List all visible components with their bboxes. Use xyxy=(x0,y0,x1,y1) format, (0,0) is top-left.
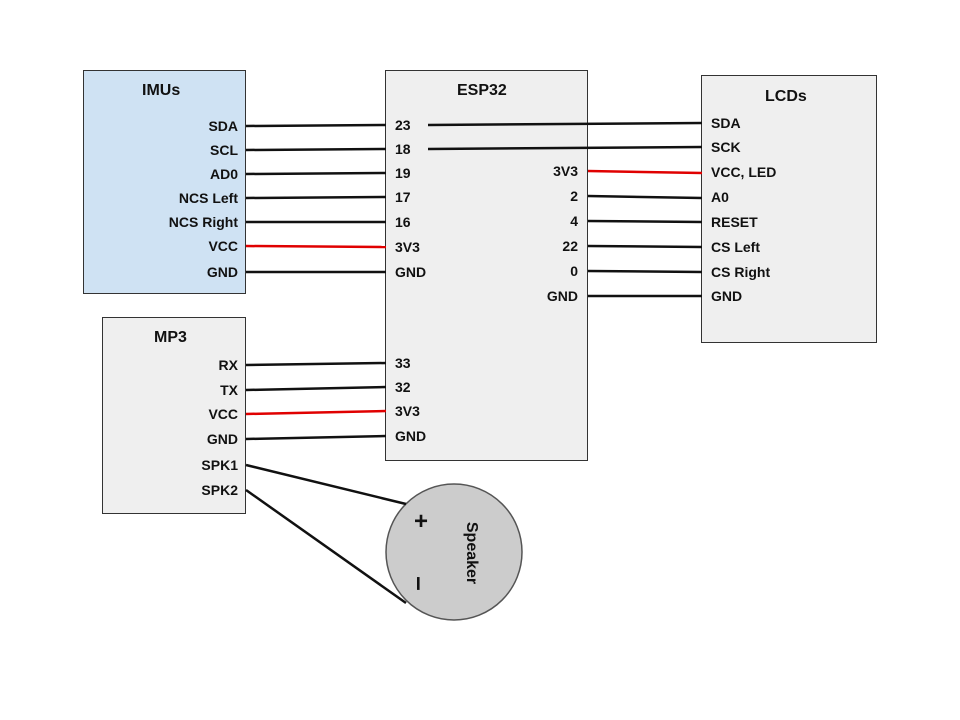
speaker-plus-sign: + xyxy=(414,508,429,535)
wire-mp3-rx xyxy=(245,361,387,367)
wire-lcd-sck xyxy=(427,145,703,151)
mp3-pin-gnd: GND xyxy=(206,431,238,447)
wire-lcd-cs-right xyxy=(587,269,703,274)
wire-lcd-sda xyxy=(427,121,703,127)
esp32-pin-19: 19 xyxy=(395,165,411,181)
lcd-pin-vcc-led: VCC, LED xyxy=(711,164,777,180)
esp32-pin-gnd-b: GND xyxy=(395,428,427,444)
mp3-box xyxy=(102,317,246,514)
esp32-pin-33: 33 xyxy=(395,355,411,371)
esp32-pin-3v3-right: 3V3 xyxy=(553,163,578,179)
wire-spk2 xyxy=(245,488,407,605)
esp32-pin-18: 18 xyxy=(395,141,411,157)
imu-pin-ad0: AD0 xyxy=(209,166,238,182)
esp32-pin-23: 23 xyxy=(395,117,411,133)
esp32-pin-16: 16 xyxy=(395,214,411,230)
lcd-pin-gnd: GND xyxy=(711,288,743,304)
imu-pin-ncs-left: NCS Left xyxy=(178,190,238,206)
wire-imu-ncs-left xyxy=(245,195,387,200)
esp32-pin-gnd-a: GND xyxy=(395,264,427,280)
mp3-pin-spk2: SPK2 xyxy=(201,482,238,498)
wire-lcd-vcc xyxy=(587,169,703,175)
lcd-box xyxy=(701,75,877,343)
wire-lcd-reset xyxy=(587,219,703,224)
mp3-pin-spk1: SPK1 xyxy=(201,457,238,473)
wire-mp3-vcc xyxy=(245,409,387,416)
speaker-minus-sign: – xyxy=(405,576,436,591)
wire-imu-sda xyxy=(245,123,387,128)
mp3-pin-vcc: VCC xyxy=(208,406,238,422)
wire-mp3-gnd xyxy=(245,434,387,441)
wire-lcd-a0 xyxy=(587,194,703,200)
imu-pin-gnd: GND xyxy=(206,264,238,280)
mp3-pin-rx: RX xyxy=(218,357,238,373)
mp3-pin-tx: TX xyxy=(220,382,238,398)
speaker-label: Speaker xyxy=(463,521,481,585)
esp32-pin-22: 22 xyxy=(562,238,578,254)
imu-box xyxy=(83,70,246,294)
wire-imu-vcc xyxy=(245,244,387,249)
lcd-pin-sda: SDA xyxy=(711,115,741,131)
esp32-pin-2: 2 xyxy=(570,188,578,204)
imu-pin-ncs-right: NCS Right xyxy=(168,214,238,230)
esp32-pin-17: 17 xyxy=(395,189,411,205)
speaker-circle xyxy=(385,483,523,621)
esp32-box xyxy=(385,70,588,461)
mp3-title: MP3 xyxy=(154,329,187,346)
esp32-pin-4: 4 xyxy=(570,213,578,229)
lcd-pin-reset: RESET xyxy=(711,214,758,230)
esp32-pin-gnd-right: GND xyxy=(546,288,578,304)
esp32-pin-3v3-b: 3V3 xyxy=(395,403,420,419)
imu-pin-sda: SDA xyxy=(208,118,238,134)
lcd-pin-cs-left: CS Left xyxy=(711,239,760,255)
esp32-title: ESP32 xyxy=(457,82,507,99)
imu-title: IMUs xyxy=(142,82,181,99)
esp32-pin-3v3-a: 3V3 xyxy=(395,239,420,255)
esp32-pin-32: 32 xyxy=(395,379,411,395)
lcd-pin-a0: A0 xyxy=(711,189,729,205)
lcd-pin-cs-right: CS Right xyxy=(711,264,771,280)
imu-pin-scl: SCL xyxy=(210,142,238,158)
imu-pin-vcc: VCC xyxy=(208,238,238,254)
lcd-pin-sck: SCK xyxy=(711,139,741,155)
wire-spk1 xyxy=(245,463,407,506)
wire-imu-ad0 xyxy=(245,171,387,176)
wire-imu-scl xyxy=(245,147,387,152)
esp32-pin-0: 0 xyxy=(570,263,578,279)
wire-mp3-tx xyxy=(245,385,387,392)
lcd-title: LCDs xyxy=(765,88,807,105)
wire-lcd-cs-left xyxy=(587,244,703,249)
